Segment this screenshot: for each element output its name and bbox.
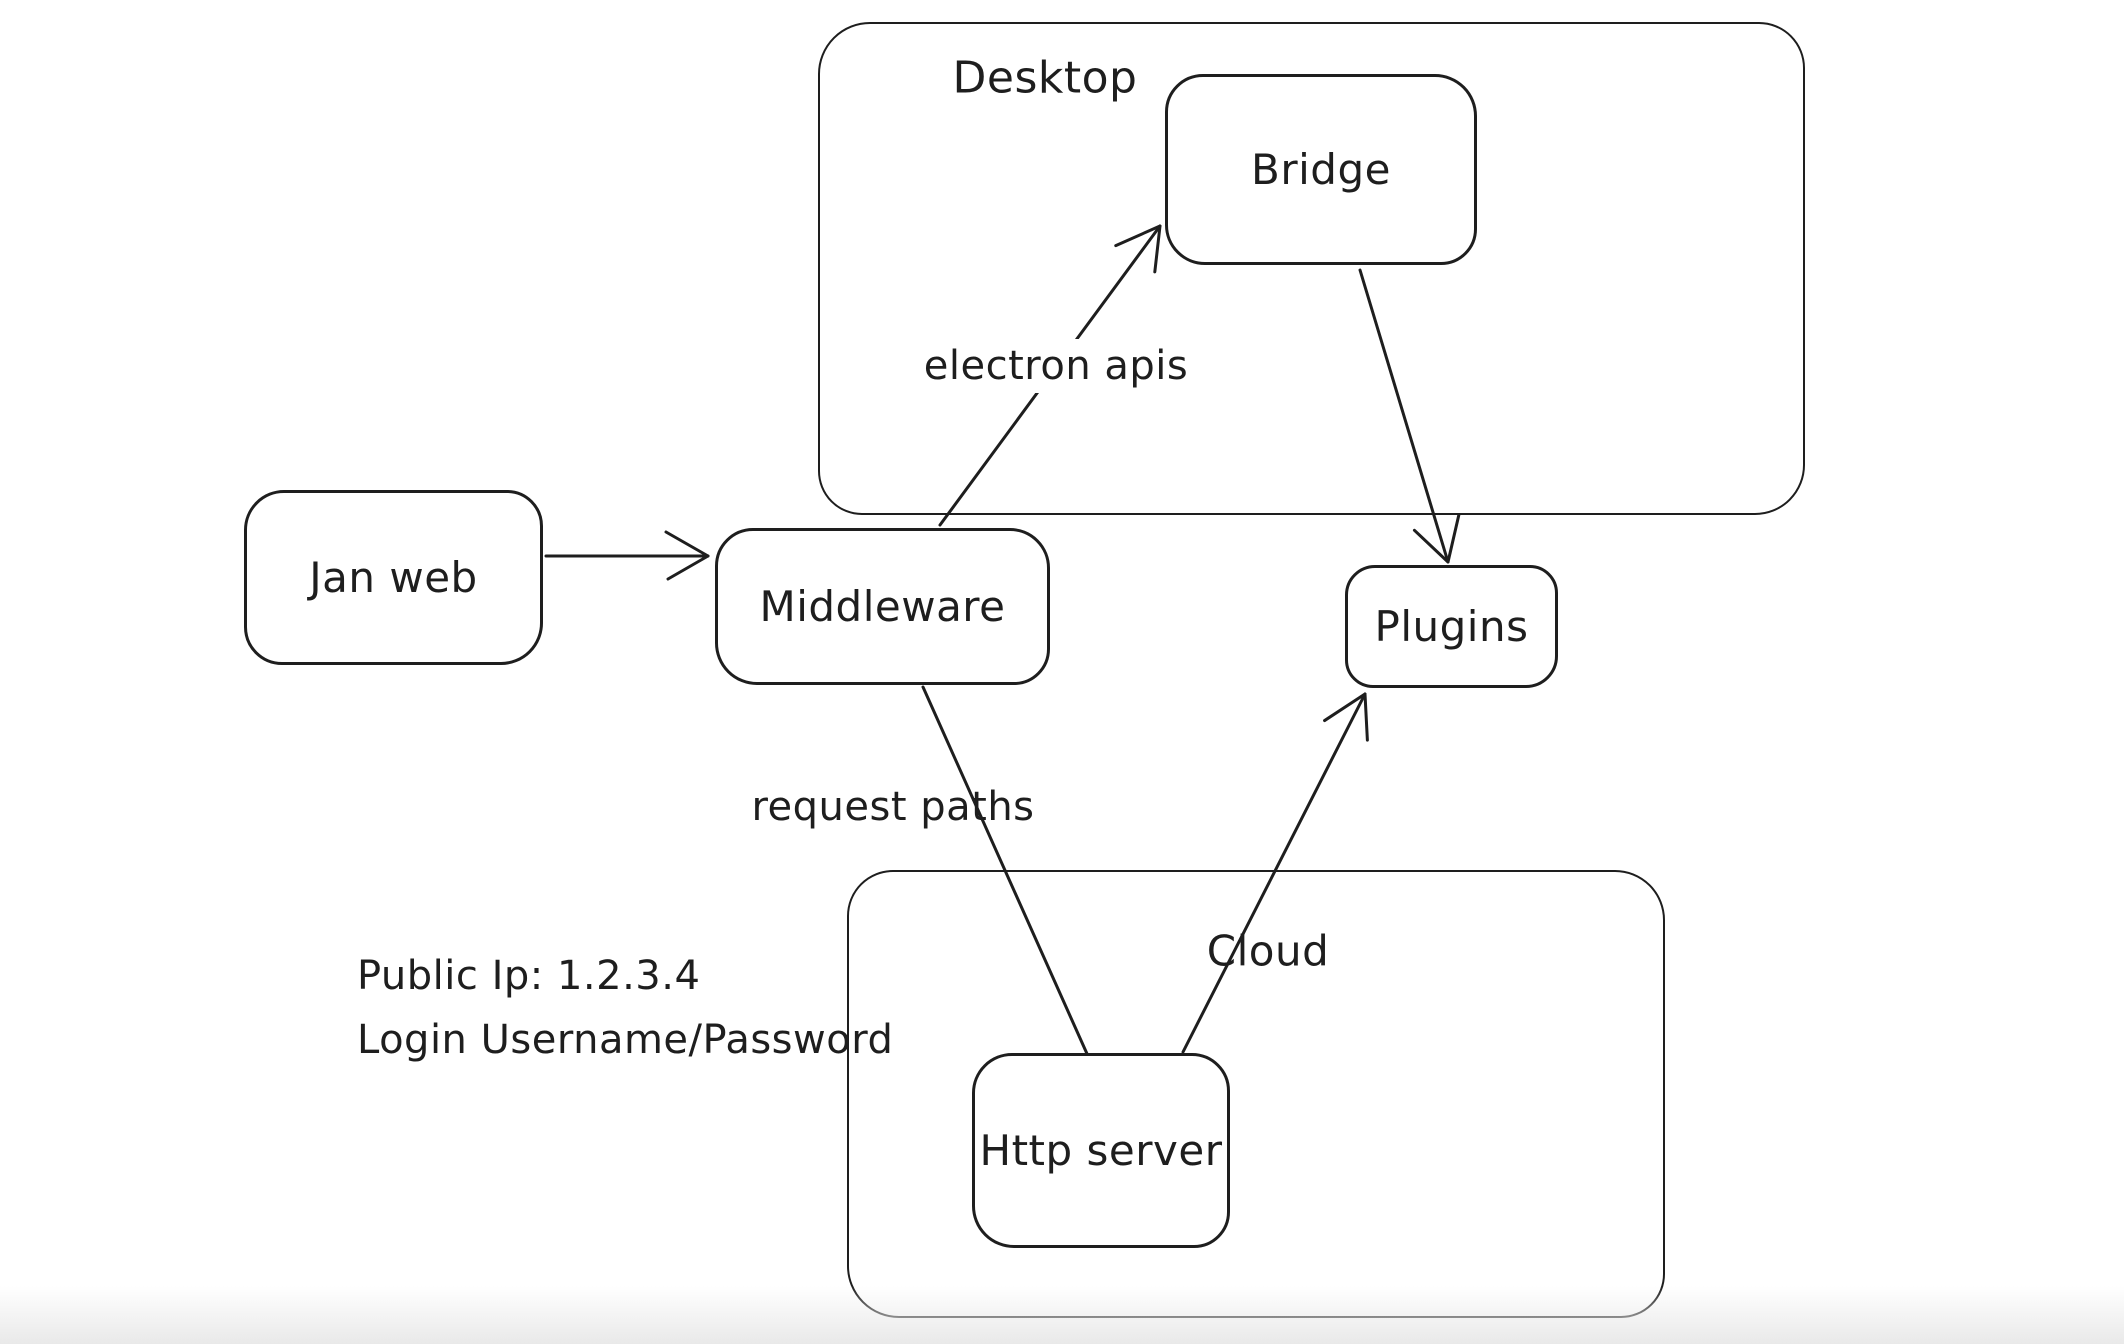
- note-public-ip: Public Ip: 1.2.3.4: [357, 953, 701, 999]
- note-credentials[interactable]: Public Ip: 1.2.3.4 Login Username/Passwo…: [357, 944, 893, 1072]
- edge-label-electron-apis[interactable]: electron apis: [911, 339, 1201, 393]
- arrow-httpserver-to-plugins[interactable]: [1181, 692, 1369, 1054]
- node-http-server[interactable]: Http server: [972, 1053, 1230, 1248]
- container-desktop[interactable]: [818, 22, 1805, 515]
- node-plugins[interactable]: Plugins: [1345, 565, 1558, 688]
- container-cloud-label[interactable]: Cloud: [1206, 926, 1330, 976]
- node-bridge-label: Bridge: [1251, 145, 1391, 194]
- container-desktop-label[interactable]: Desktop: [952, 52, 1138, 104]
- note-login: Login Username/Password: [357, 1017, 894, 1063]
- node-bridge[interactable]: Bridge: [1165, 74, 1477, 265]
- edge-label-request-paths[interactable]: request paths: [751, 784, 1035, 830]
- node-jan-web-label: Jan web: [309, 553, 478, 602]
- node-http-server-label: Http server: [979, 1126, 1223, 1175]
- node-middleware[interactable]: Middleware: [715, 528, 1050, 685]
- node-plugins-label: Plugins: [1374, 602, 1529, 651]
- node-jan-web[interactable]: Jan web: [244, 490, 543, 665]
- node-middleware-label: Middleware: [759, 582, 1006, 631]
